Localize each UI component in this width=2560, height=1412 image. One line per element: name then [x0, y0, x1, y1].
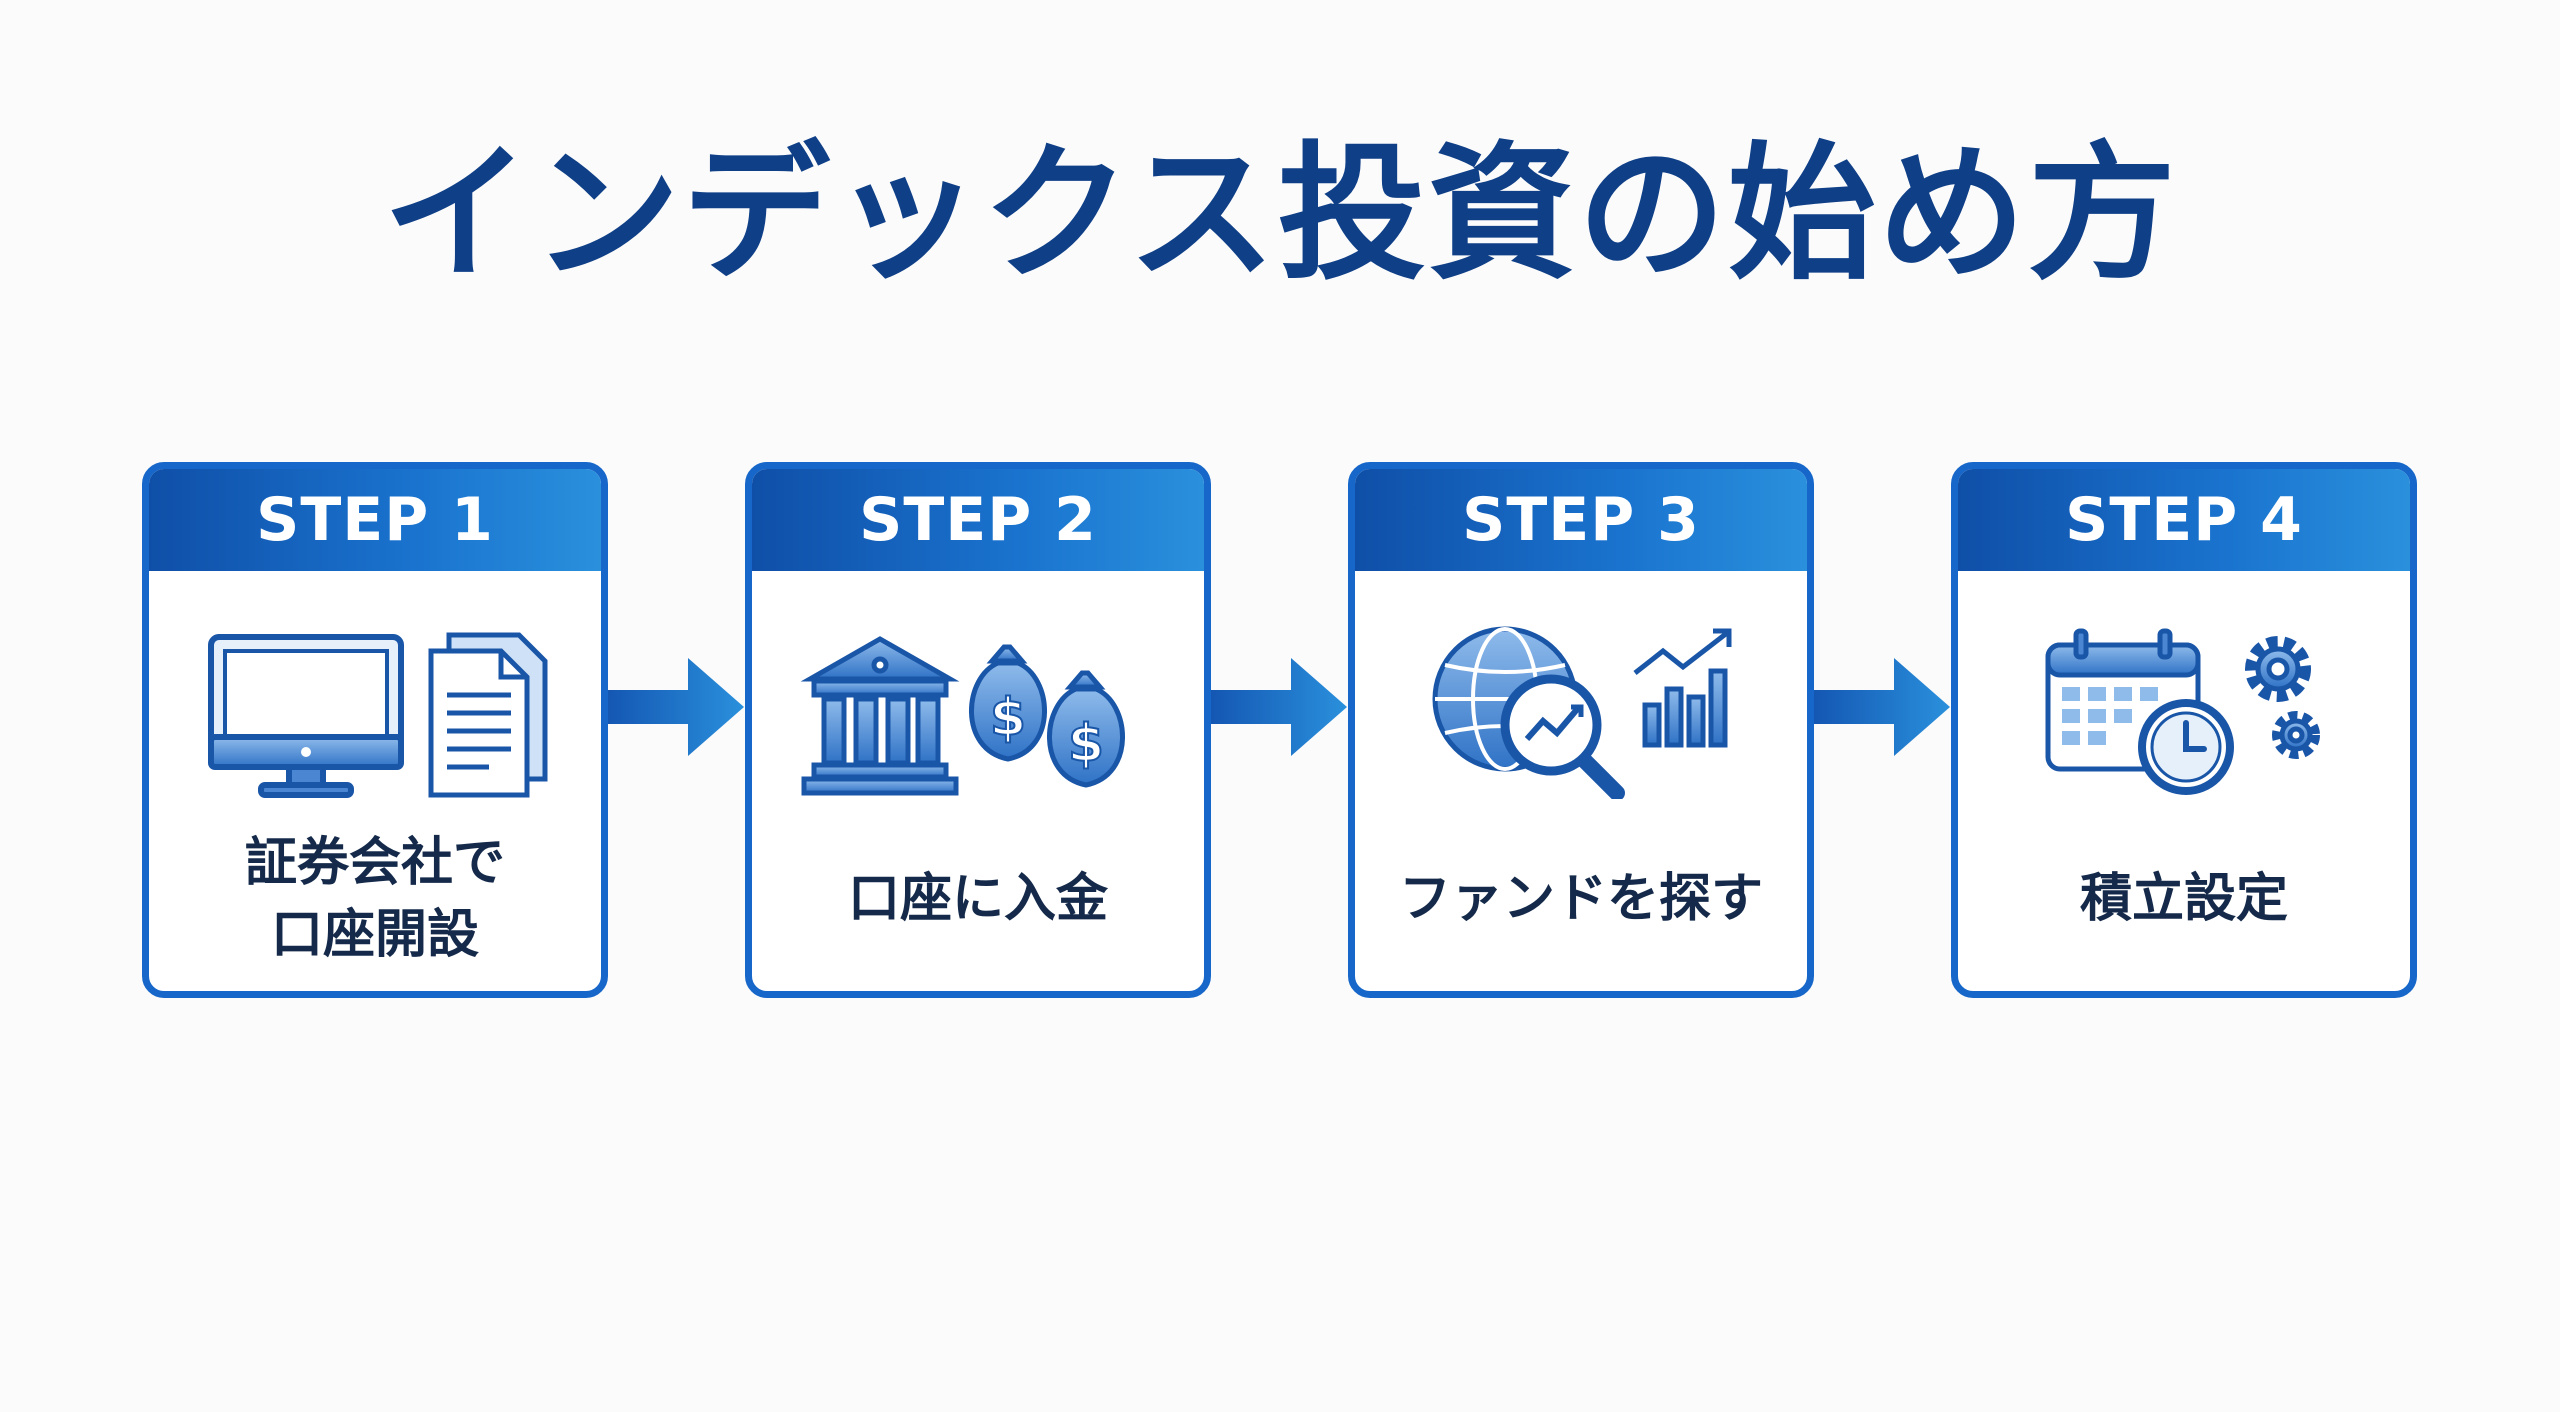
page-title: インデックス投資の始め方	[382, 128, 2178, 300]
step-header-3: STEP 3	[1355, 469, 1807, 571]
step-header-1: STEP 1	[149, 469, 601, 571]
step-3-icons	[1432, 626, 1732, 799]
step-4-icons	[2045, 628, 2320, 795]
step-header-4: STEP 4	[1958, 469, 2410, 571]
bank-icon	[800, 636, 960, 796]
growth-chart-icon	[1633, 628, 1732, 748]
step-card-4: STEP 4 積立設定	[1951, 462, 2417, 998]
gears-icon	[2245, 636, 2320, 759]
arrow-step-2-to-3	[1211, 658, 1347, 756]
money-bags-icon: $ $	[969, 644, 1125, 788]
step-label-4: 積立設定	[2079, 869, 2288, 929]
step-card-3: STEP 3 ファンドを探す	[1348, 462, 1814, 998]
step-header-2: STEP 2	[752, 469, 1204, 571]
svg-text:$: $	[990, 688, 1026, 748]
step-label-2: 口座に入金	[847, 869, 1108, 929]
step-label-1: 証券会社で 口座開設	[244, 833, 505, 965]
step-label-3: ファンドを探す	[1398, 869, 1763, 929]
step-card-2: STEP 2 $ $ 口座に入金	[745, 462, 1211, 998]
svg-text:$: $	[1068, 714, 1104, 774]
step-2-icons: $ $	[800, 636, 1125, 796]
step-1-icons	[208, 632, 548, 798]
arrow-step-1-to-2	[608, 658, 744, 756]
arrow-step-3-to-4	[1814, 658, 1950, 756]
computer-monitor-icon	[208, 634, 404, 798]
documents-icon	[428, 632, 548, 798]
calendar-clock-icon	[2045, 628, 2234, 795]
step-card-1: STEP 1 証券会社で 口座開設	[142, 462, 608, 998]
globe-search-icon	[1432, 626, 1625, 799]
